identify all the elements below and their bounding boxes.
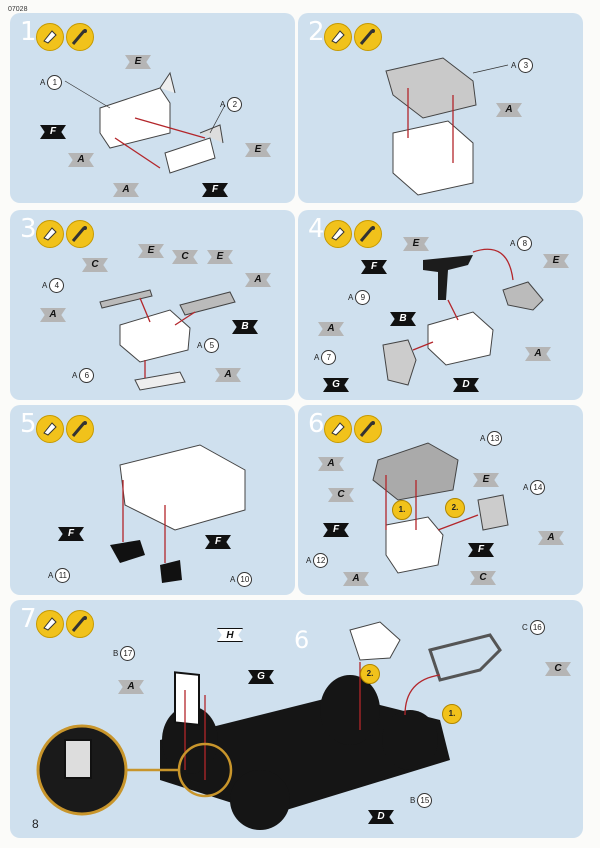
paint-code-flag: C (545, 662, 571, 676)
paint-code-flag: F (323, 523, 349, 537)
product-code: 07028 (8, 6, 28, 13)
paint-code-flag: E (473, 473, 499, 487)
step-4-drawing (382, 248, 544, 386)
step-number: 4 (308, 214, 325, 244)
step-number: 5 (20, 409, 37, 439)
paint-code-flag: A (113, 183, 139, 197)
step-2-drawing (385, 57, 509, 196)
step-number: 1 (20, 17, 37, 47)
paint-code-flag: A (538, 531, 564, 545)
paint-code-flag: C (172, 250, 198, 264)
paint-code-flag: C (328, 488, 354, 502)
paint-code-flag: A (318, 457, 344, 471)
paint-code-flag: D (453, 378, 479, 392)
step-number: 6 (308, 409, 325, 439)
paint-code-flag: F (361, 260, 387, 274)
step-3-drawing (99, 289, 236, 391)
paint-code-flag: G (323, 378, 349, 392)
paint-code-flag: F (205, 535, 231, 549)
page-number: 8 (32, 817, 39, 831)
paint-code-flag: D (368, 810, 394, 824)
paint-code-flag: A (496, 103, 522, 117)
step-1-drawing (64, 71, 226, 174)
paint-brush-icon (354, 415, 382, 443)
paint-code-flag: E (245, 143, 271, 157)
paint-brush-icon (354, 23, 382, 51)
step-7-drawing (36, 621, 502, 830)
paint-code-flag: A (318, 322, 344, 336)
glue-icon (324, 415, 352, 443)
paint-code-flag: G (248, 670, 274, 684)
paint-brush-icon (66, 23, 94, 51)
paint-code-flag: E (138, 244, 164, 258)
paint-brush-icon (354, 220, 382, 248)
paint-code-flag: A (68, 153, 94, 167)
paint-code-flag: B (232, 320, 258, 334)
glue-icon (324, 220, 352, 248)
sequence-marker: 1. (392, 500, 412, 520)
step-number: 2 (308, 17, 325, 47)
paint-brush-icon (66, 220, 94, 248)
step-number: 7 (20, 604, 37, 634)
paint-brush-icon (66, 610, 94, 638)
paint-code-flag: F (40, 125, 66, 139)
paint-code-flag: A (215, 368, 241, 382)
paint-code-flag: E (207, 250, 233, 264)
paint-code-flag: F (202, 183, 228, 197)
step-5-drawing (110, 444, 246, 583)
paint-code-flag: B (390, 312, 416, 326)
glue-icon (36, 415, 64, 443)
sequence-marker: 2. (445, 498, 465, 518)
glue-icon (36, 23, 64, 51)
paint-code-flag: A (525, 347, 551, 361)
step-number: 3 (20, 214, 37, 244)
paint-brush-icon (66, 415, 94, 443)
sequence-marker: 1. (442, 704, 462, 724)
paint-code-flag: E (125, 55, 151, 69)
paint-code-flag: A (118, 680, 144, 694)
glue-icon (324, 23, 352, 51)
paint-code-flag: A (245, 273, 271, 287)
paint-code-flag: F (58, 527, 84, 541)
reference-step-number: 6 (294, 626, 310, 654)
paint-code-flag: C (82, 258, 108, 272)
paint-code-flag: A (343, 572, 369, 586)
paint-code-flag: A (40, 308, 66, 322)
glue-icon (36, 220, 64, 248)
paint-code-flag: E (403, 237, 429, 251)
paint-code-flag: F (468, 543, 494, 557)
paint-code-flag: E (543, 254, 569, 268)
step-6-drawing (372, 442, 509, 574)
sequence-marker: 2. (360, 664, 380, 684)
paint-code-flag: C (470, 571, 496, 585)
glue-icon (36, 610, 64, 638)
